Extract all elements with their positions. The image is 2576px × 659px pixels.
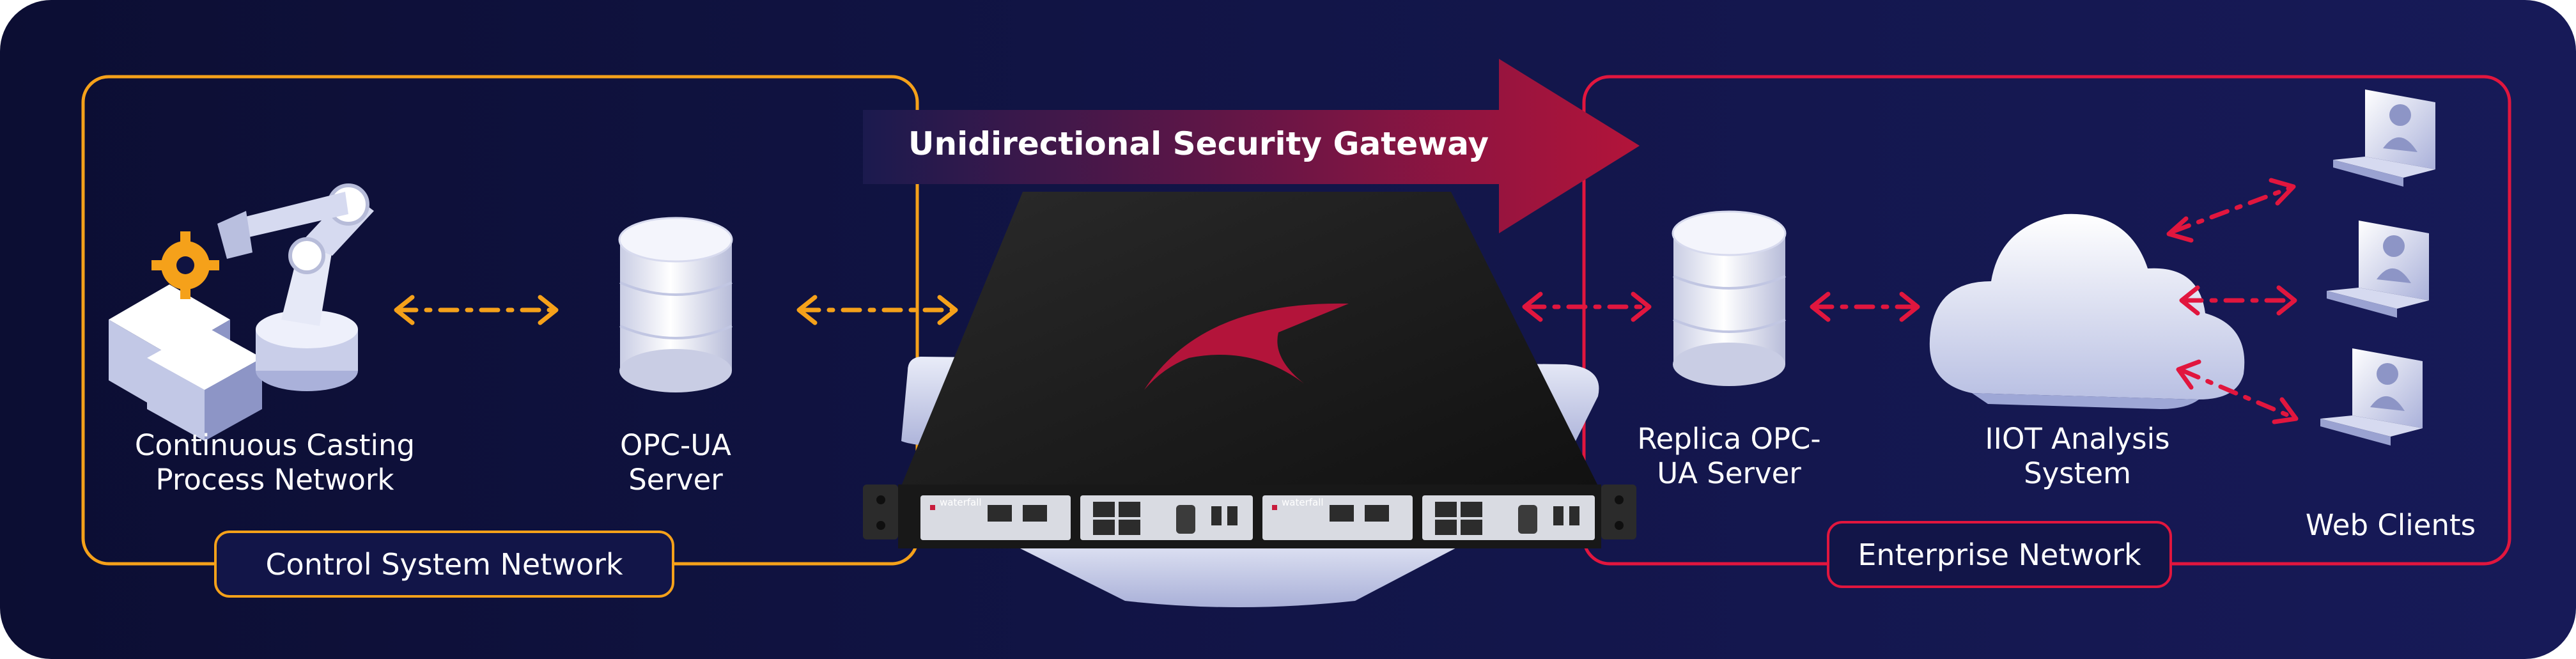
replica-server-label-line2: UA Server (1657, 456, 1801, 490)
enterprise-network-label: Enterprise Network (1827, 521, 2172, 588)
casting-network-label-line2: Process Network (155, 463, 394, 497)
laptop-user-icon (2320, 348, 2423, 446)
gateway-title: Unidirectional Security Gateway (908, 125, 1489, 162)
opcua-server-label-line1: OPC-UA (620, 428, 731, 462)
replica-server-label-line1: Replica OPC- (1637, 422, 1821, 456)
cloud-icon (1929, 213, 2245, 409)
replica-database-icon (1672, 210, 1787, 386)
iiot-system-label-line2: System (2024, 456, 2131, 490)
robot-arm-factory-icon (109, 183, 374, 441)
opcua-server-label-line2: Server (628, 463, 723, 497)
casting-network-label: Continuous Casting Process Network (83, 428, 467, 497)
web-clients-label: Web Clients (2305, 508, 2476, 542)
replica-server-label: Replica OPC- UA Server (1601, 422, 1857, 491)
dash-dot-arrow-icon (394, 178, 2299, 424)
opcua-database-icon (618, 217, 733, 392)
dash-dot-arrow-icon (397, 186, 2294, 419)
gateway-brand-label: waterfall (1282, 497, 1324, 508)
gateway-brand-label: waterfall (940, 497, 982, 508)
iiot-system-label: IIOT Analysis System (1943, 422, 2212, 491)
gateway-appliance-icon (863, 192, 1636, 548)
gateway-direction-arrow (863, 59, 1640, 233)
iiot-system-label-line1: IIOT Analysis (1985, 422, 2170, 456)
control-network-label: Control System Network (214, 531, 674, 598)
casting-network-label-line1: Continuous Casting (134, 428, 415, 462)
opcua-server-label: OPC-UA Server (580, 428, 772, 497)
laptop-user-icon (2333, 89, 2435, 187)
laptop-user-icon (2327, 221, 2429, 318)
